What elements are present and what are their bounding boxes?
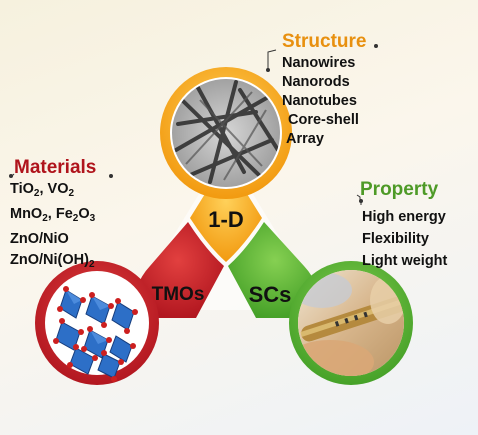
property-circle [289,261,413,385]
hub-top-segment [190,160,262,262]
structure-item: Array [286,131,324,147]
structure-item: Nanorods [282,74,350,90]
hub-right-label: SCs [248,282,292,307]
property-item: Flexibility [362,231,429,247]
structure-connector [267,49,277,70]
materials-item: TiO2, VO2 [10,181,75,199]
structure-list: Nanowires Nanorods Nanotubes Core-shell … [282,54,359,149]
property-item: Light weight [362,253,448,269]
materials-circle [35,261,159,385]
hub-top-label: 1-D [208,207,244,232]
structure-item: Core-shell [288,112,359,128]
hub-left-label: TMOs [151,284,205,305]
materials-item: MnO2, Fe2O3 [10,206,96,224]
materials-list: TiO2, VO2 MnO2, Fe2O3 ZnO/NiO ZnO/Ni(OH)… [10,180,95,274]
property-list: High energy Flexibility Light weight [362,206,447,272]
materials-title-dot [109,174,113,178]
crystal-structure-image [53,286,138,382]
property-connector [356,194,361,200]
structure-connector-dot [266,68,270,72]
materials-item: ZnO/NiO [10,231,69,247]
materials-title: Materials [14,157,97,178]
structure-title: Structure [282,31,367,52]
property-title: Property [360,179,439,200]
structure-title-dot [374,44,378,48]
hub-left-segment [132,222,224,318]
structure-item: Nanotubes [282,93,357,109]
nanowire-image [172,79,280,187]
materials-item: ZnO/Ni(OH)2 [10,252,95,270]
structure-item: Nanowires [282,55,356,71]
structure-circle [160,67,292,199]
property-item: High energy [362,209,446,225]
